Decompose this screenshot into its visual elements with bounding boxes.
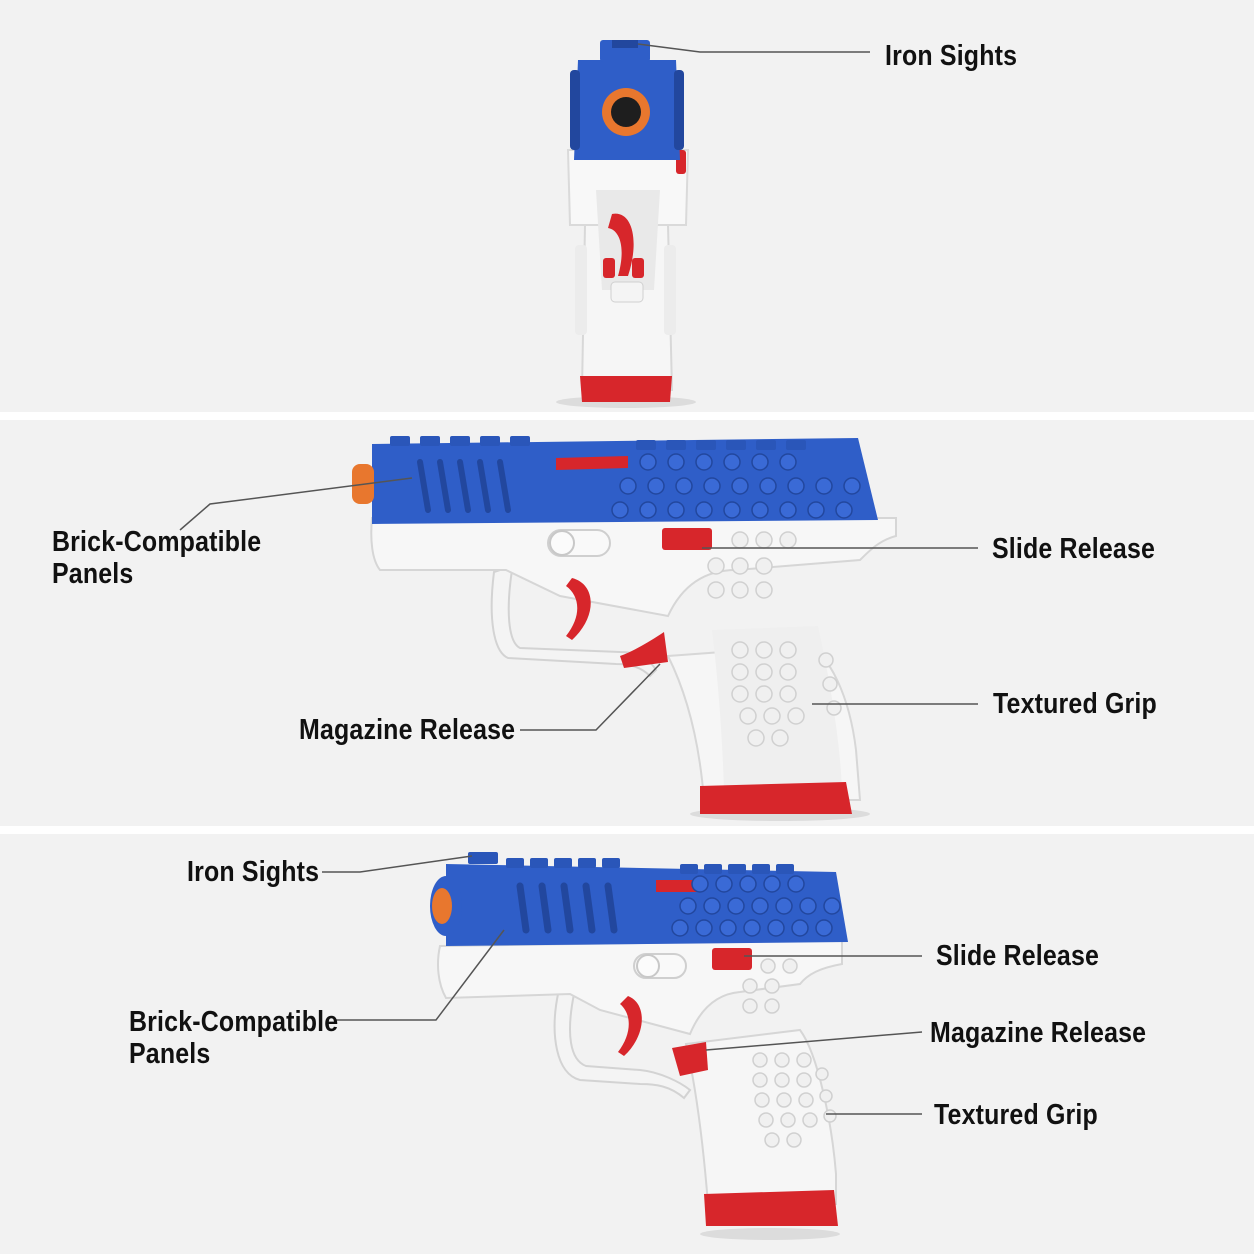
label-textured-grip-angled: Textured Grip — [934, 1099, 1098, 1131]
label-textured-grip-side: Textured Grip — [993, 688, 1157, 720]
angled-magazine-base — [704, 1190, 838, 1226]
angled-magazine-release — [672, 1042, 708, 1076]
panel-side-view: Brick-Compatible Panels Slide Release Ma… — [0, 420, 1254, 826]
label-brick-panels-angled-line1: Brick-Compatible — [129, 1006, 339, 1038]
label-brick-panels-side: Brick-Compatible Panels — [52, 526, 261, 590]
leader-iron-sights-front — [637, 43, 870, 53]
front-view-illustration — [556, 40, 870, 408]
angled-trigger — [618, 996, 642, 1056]
divider-1 — [0, 412, 1254, 420]
front-magazine-base — [580, 376, 672, 402]
leader-iron-sights-angled — [322, 855, 473, 873]
leader-magazine-release-angled — [705, 1031, 923, 1051]
front-trigger — [608, 213, 634, 276]
angled-iron-sights — [468, 852, 498, 864]
angled-view-illustration — [322, 852, 923, 1240]
divider-2 — [0, 826, 1254, 834]
label-magazine-release-side: Magazine Release — [299, 714, 516, 746]
side-slide-release — [662, 528, 712, 550]
angled-muzzle — [432, 888, 452, 924]
label-magazine-release-angled: Magazine Release — [930, 1017, 1147, 1049]
label-iron-sights-angled: Iron Sights — [187, 856, 320, 888]
side-magazine-release — [620, 632, 668, 668]
leader-magazine-release-side — [520, 663, 661, 731]
label-brick-panels-angled-line2: Panels — [129, 1038, 211, 1070]
panel-angled-view: Iron Sights Brick-Compatible Panels Slid… — [0, 834, 1254, 1254]
angled-slide-release — [712, 948, 752, 970]
label-iron-sights-front: Iron Sights — [885, 40, 1018, 72]
leader-brick-panels-angled — [336, 929, 505, 1021]
side-trigger — [566, 578, 591, 640]
label-slide-release-angled: Slide Release — [936, 940, 1100, 972]
label-brick-panels-side-line1: Brick-Compatible — [52, 526, 262, 558]
panel-front-view: Iron Sights — [0, 0, 1254, 412]
label-brick-panels-angled: Brick-Compatible Panels — [129, 1006, 338, 1070]
side-magazine-base — [700, 782, 852, 814]
leader-brick-panels-side — [179, 477, 413, 531]
label-slide-release-side: Slide Release — [992, 533, 1156, 565]
side-view-illustration — [179, 436, 978, 821]
label-brick-panels-side-line2: Panels — [52, 558, 134, 590]
side-frame — [370, 517, 897, 618]
